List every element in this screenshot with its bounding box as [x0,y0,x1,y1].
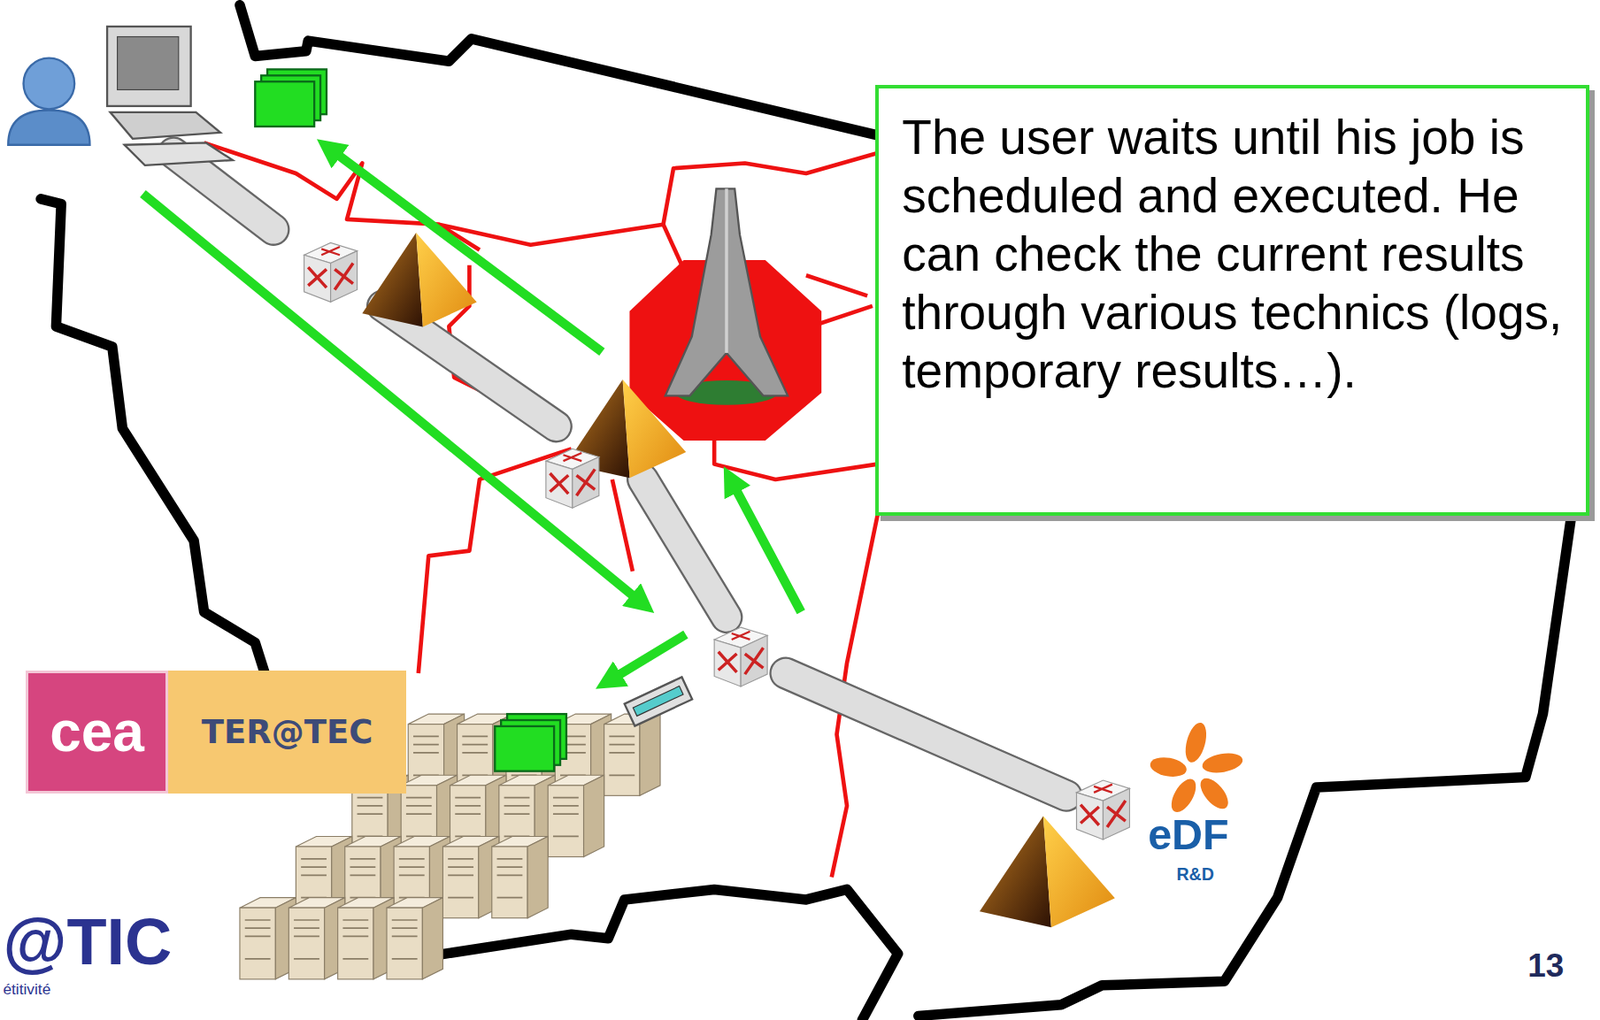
company-logo-text: R&D [1176,865,1214,885]
tape-device [624,676,693,726]
node-text: cea [49,699,145,765]
flow-arrows [142,147,801,682]
company-logo-text: eDF [1147,811,1229,859]
user-workstation [7,26,233,166]
edf-logo-mark [1148,720,1245,816]
paris-landmark [629,188,822,441]
node-text: The user waits until his job is schedule… [901,107,1563,400]
cluster-logo-text: @TIC [2,906,172,978]
logo-box: cea [25,670,169,795]
job-documents [254,69,567,771]
cluster-logo-text: étitivité [2,981,51,999]
logo-box: TER@TEC [168,670,407,795]
page-number: 13 [1527,948,1564,985]
callout-box: The user waits until his job is schedule… [875,84,1590,517]
node-text: TER@TEC [201,713,374,752]
